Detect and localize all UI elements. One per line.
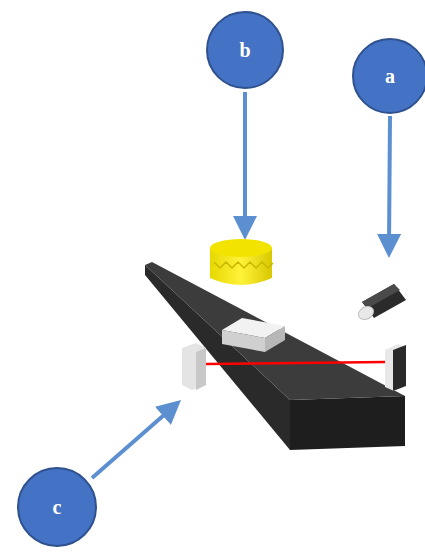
conveyor-belt [145, 262, 405, 450]
callout-letter: c [53, 497, 62, 517]
callout-circle: a [352, 38, 425, 114]
camera [356, 284, 406, 322]
callout-letter: b [239, 40, 250, 60]
callout-circle: c [17, 467, 97, 547]
callout-circle: b [206, 11, 284, 89]
leader-arrow [243, 92, 247, 228]
light-source [210, 239, 273, 285]
callout-letter: a [385, 66, 395, 86]
light-barrier [182, 343, 406, 391]
leader-arrow [389, 116, 390, 246]
leader-arrow [92, 408, 172, 478]
product-box [222, 318, 285, 352]
